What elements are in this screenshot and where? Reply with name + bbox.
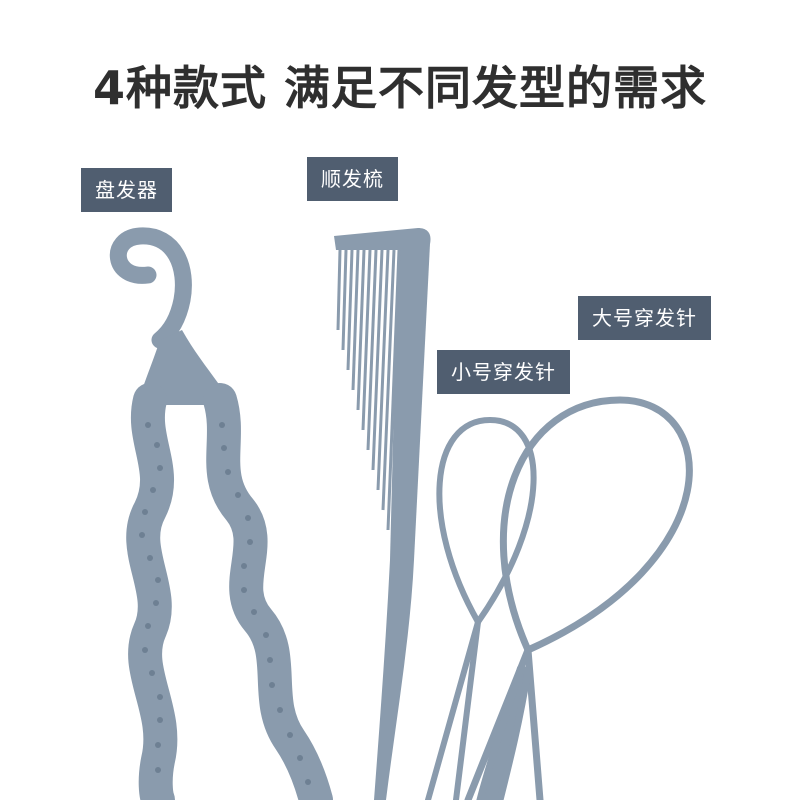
tail-comb-tool (334, 228, 431, 800)
label-small-pin: 小号穿发针 (437, 350, 570, 394)
label-large-pin: 大号穿发针 (578, 296, 711, 340)
headline: 4种款式 满足不同发型的需求 (92, 61, 708, 115)
small-hair-threader (425, 416, 537, 800)
hair-stick-tool (109, 227, 333, 800)
large-hair-threader (464, 396, 693, 800)
label-comb: 顺发梳 (307, 157, 398, 201)
label-hair-stick: 盘发器 (81, 168, 172, 212)
comb-teeth (336, 249, 401, 531)
